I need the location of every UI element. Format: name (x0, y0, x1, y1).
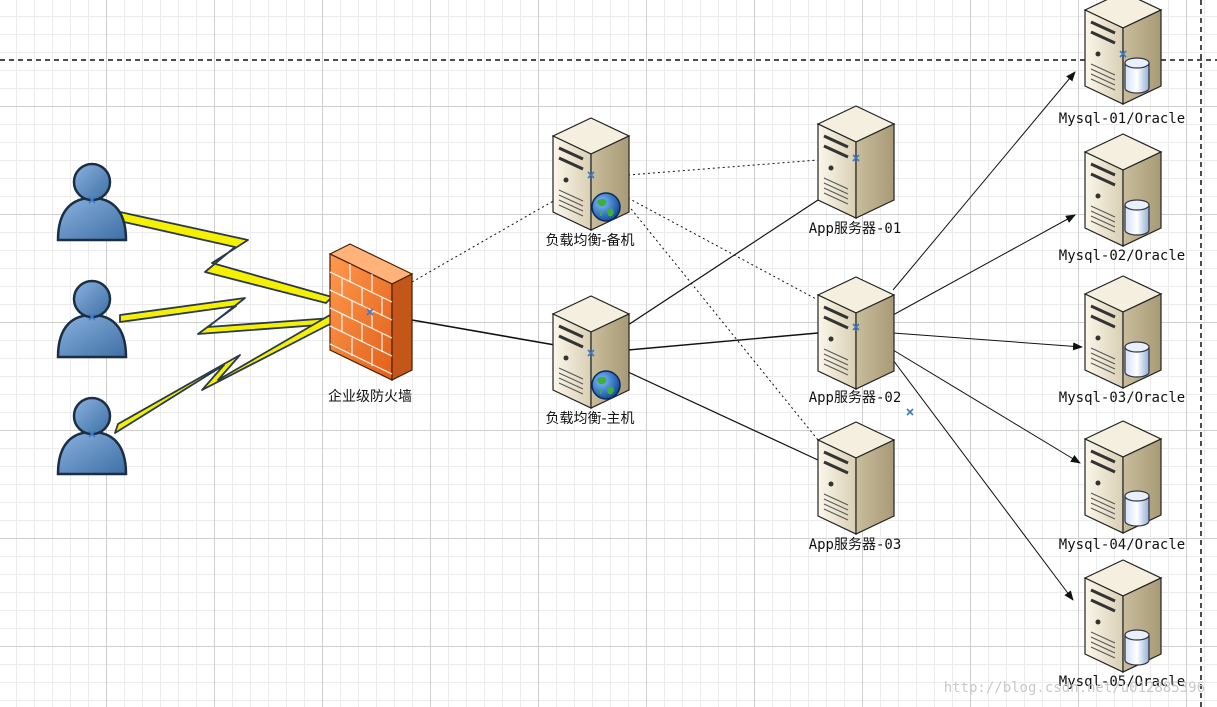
app-server-03-label: App服务器-03 (809, 537, 902, 553)
app-server-01-label: App服务器-01 (809, 221, 902, 237)
load-balancer-master-label: 负载均衡-主机 (545, 411, 634, 427)
db-server-01-icon (1083, 0, 1163, 106)
watermark: http://blog.csdn.net/u012885396 (944, 680, 1205, 696)
db-server-02-label: Mysql-02/Oracle (1059, 248, 1185, 264)
user-icon (56, 162, 128, 242)
globe-icon (591, 370, 621, 400)
user-icon (56, 396, 128, 476)
load-balancer-backup-label: 负载均衡-备机 (545, 232, 634, 249)
globe-icon (591, 192, 621, 222)
db-server-04-icon (1083, 419, 1163, 535)
db-server-02-icon (1083, 132, 1163, 248)
db-server-04-label: Mysql-04/Oracle (1059, 537, 1185, 553)
db-server-05-label: Mysql-05/Oracle (1059, 674, 1185, 690)
app-server-02-icon (816, 275, 896, 391)
db-server-03-icon (1083, 274, 1163, 390)
user-icon (56, 279, 128, 359)
firewall-label: 企业级防火墙 (328, 388, 412, 405)
db-server-03-label: Mysql-03/Oracle (1059, 390, 1185, 406)
app-server-03-icon (816, 420, 896, 536)
xmark-icon (906, 408, 914, 416)
db-server-01-label: Mysql-01/Oracle (1059, 111, 1185, 127)
app-server-02-label: App服务器-02 (809, 390, 902, 406)
app-server-01-icon (816, 104, 896, 220)
lightning-links (114, 211, 335, 434)
firewall-icon (328, 243, 414, 381)
db-server-05-icon (1083, 558, 1163, 674)
connection-lines (411, 71, 1083, 601)
